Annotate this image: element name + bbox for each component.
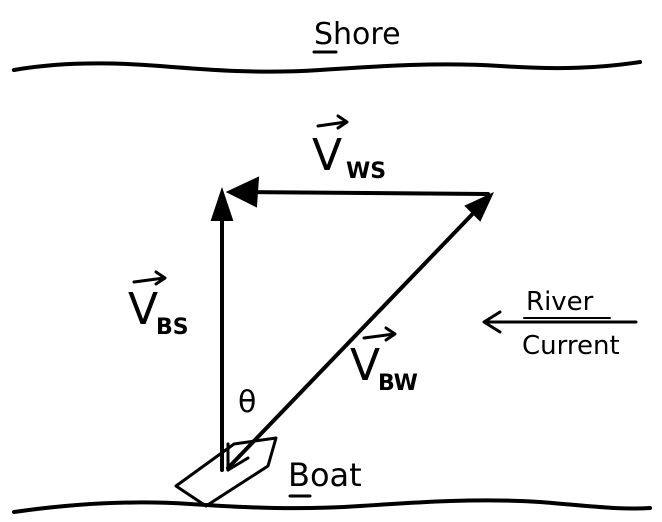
svg-text:WS: WS (346, 159, 386, 184)
vector-bw-line (226, 198, 488, 470)
svg-text:V: V (350, 340, 380, 391)
svg-text:V: V (312, 130, 342, 181)
svg-text:BW: BW (378, 371, 418, 396)
vector-bs-arrowhead (210, 186, 234, 221)
theta-angle-label: θ (238, 385, 256, 420)
bottom-shoreline (12, 498, 652, 514)
vector-ws-line (230, 190, 490, 196)
current-label: Current (522, 331, 620, 361)
river-current-indicator: River Current (482, 287, 638, 361)
svg-text:V: V (128, 284, 158, 335)
top-shoreline (12, 60, 642, 74)
vector-bw-arrowhead (464, 191, 495, 222)
label-vws: V WS (312, 114, 386, 184)
river-label: River (526, 287, 594, 317)
vector-ws-arrowhead (225, 176, 260, 208)
boat-inner-line-2 (226, 456, 250, 472)
boat-shape (174, 436, 278, 508)
boat-label: Boat (288, 456, 362, 494)
label-vbs: V BS (128, 270, 189, 340)
svg-text:BS: BS (156, 315, 189, 340)
shore-label: Shore (314, 17, 401, 52)
label-vbw: V BW (350, 326, 418, 396)
